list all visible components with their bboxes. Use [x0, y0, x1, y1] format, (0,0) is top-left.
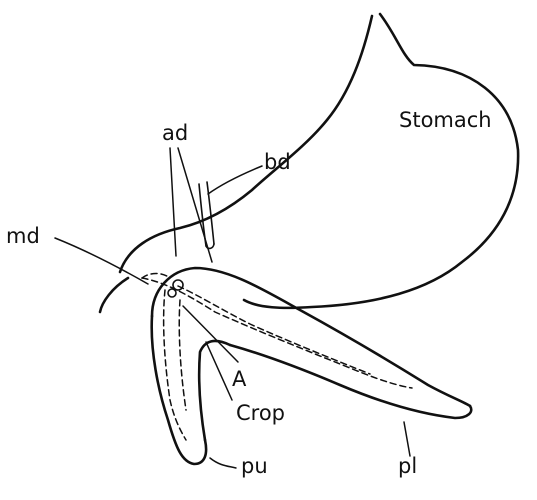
stomach-inner-wall	[120, 16, 372, 272]
md-label: md	[6, 226, 40, 247]
pl-leader	[404, 422, 410, 456]
ampulla-circle-2	[168, 289, 176, 297]
pancreas-lower-limb	[152, 316, 206, 464]
pu-leader	[210, 458, 236, 468]
stomach-label: Stomach	[399, 110, 492, 131]
ad-label: ad	[162, 123, 188, 144]
duct-loop-upper	[142, 274, 170, 279]
bd-label: bd	[264, 152, 291, 173]
a-label: A	[232, 369, 246, 390]
md-leader	[55, 238, 148, 284]
crop-leader	[206, 342, 232, 400]
intestine-outer-wall	[100, 278, 128, 312]
crop-label: Crop	[236, 403, 285, 424]
pl-label: pl	[398, 456, 417, 477]
crop-inner-wall	[199, 341, 230, 440]
duct-descending-right	[179, 300, 186, 410]
ad-leader-1	[170, 148, 176, 256]
pu-label: pu	[241, 456, 268, 477]
main-pancreatic-duct	[142, 278, 412, 388]
ad-leader-2	[178, 148, 212, 262]
